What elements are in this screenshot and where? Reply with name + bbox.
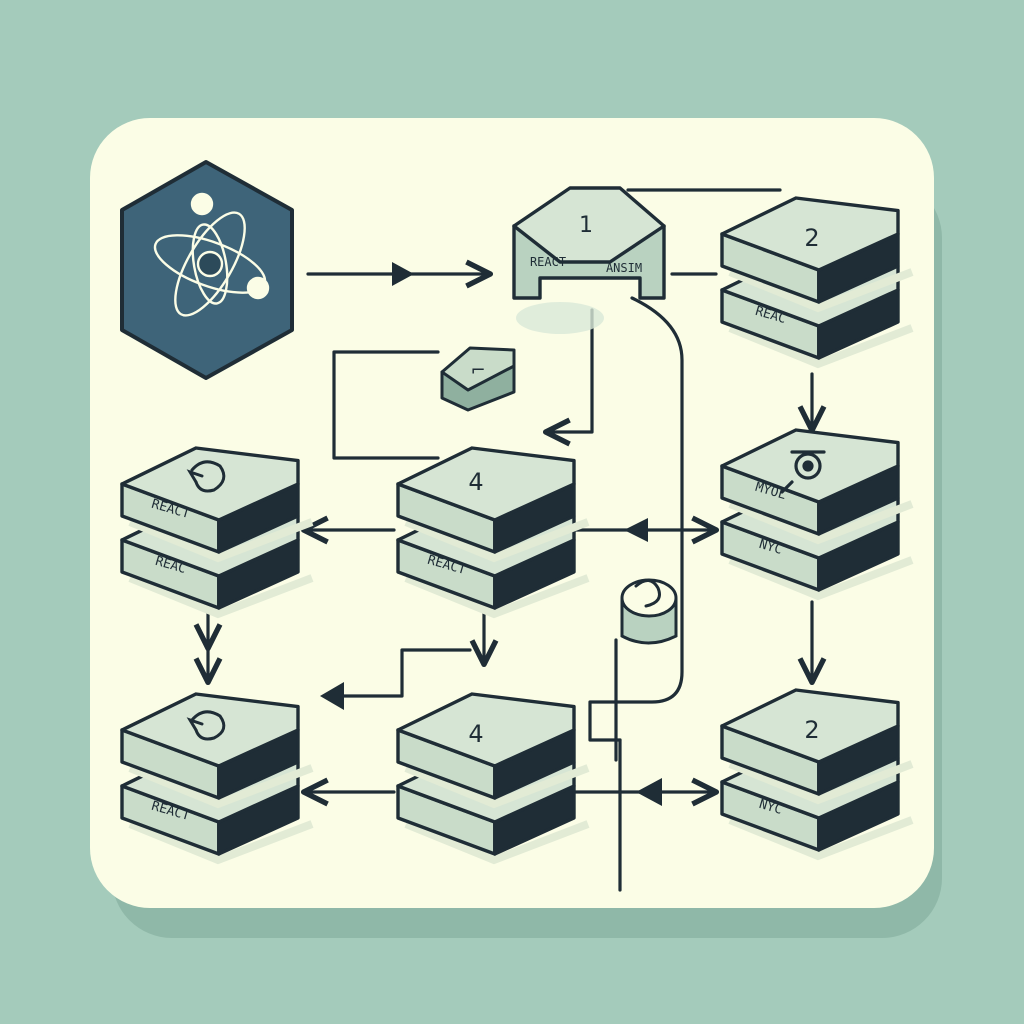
node-bottom-center-upper <box>396 692 590 809</box>
arrow-mid-right-head <box>624 518 648 542</box>
node-bottom-left[interactable]: REACT <box>120 692 314 865</box>
atom-icon <box>153 192 270 317</box>
node-1-top <box>512 186 666 264</box>
swirl-token-top <box>620 578 678 618</box>
arrow-source-mid-head <box>392 262 414 286</box>
node-bottom-right[interactable]: NYC 2 <box>720 688 914 861</box>
node-bottom-right-upper <box>720 688 914 805</box>
node-1-reflection <box>516 302 604 334</box>
small-connector-symbol: ⌐ <box>470 360 485 381</box>
refresh-icon <box>186 460 226 493</box>
node-2-number: 2 <box>804 224 819 252</box>
node-bottom-right-lower-label: NYC <box>757 797 784 818</box>
node-2-upper <box>720 196 914 313</box>
connectors <box>208 188 812 892</box>
arrow-left-head <box>320 682 344 710</box>
source-node[interactable] <box>120 160 294 380</box>
node-1[interactable]: 1 REACT ANSIM <box>512 186 666 334</box>
node-bottom-center[interactable]: 4 <box>396 692 590 865</box>
node-bottom-right-number: 2 <box>804 716 819 744</box>
node-mid-right-lower-label: NYC <box>757 537 784 558</box>
node-mid-center-upper <box>396 446 590 563</box>
refresh-icon <box>186 710 226 741</box>
node-bottom-left-upper <box>120 692 314 809</box>
small-connector-node[interactable]: ⌐ <box>440 346 516 412</box>
swirl-icon <box>634 579 661 608</box>
node-bottom-center-number: 4 <box>468 720 483 748</box>
node-mid-center-number: 4 <box>468 468 483 496</box>
arrow-bottom-right-head <box>636 778 662 806</box>
loop-small-connector <box>332 350 440 460</box>
node-1-label-left: REACT <box>530 255 566 269</box>
line-mid-center-elbow <box>328 648 472 698</box>
node-mid-left-upper: REACT <box>120 446 314 563</box>
swirl-token[interactable] <box>620 578 678 645</box>
arrow-node1-down <box>548 308 594 432</box>
small-connector-top <box>440 346 516 392</box>
node-1-number: 1 <box>579 213 593 238</box>
magnifier-icon <box>780 450 826 494</box>
node-1-label-right: ANSIM <box>606 261 642 275</box>
line-long-vertical <box>588 296 684 742</box>
